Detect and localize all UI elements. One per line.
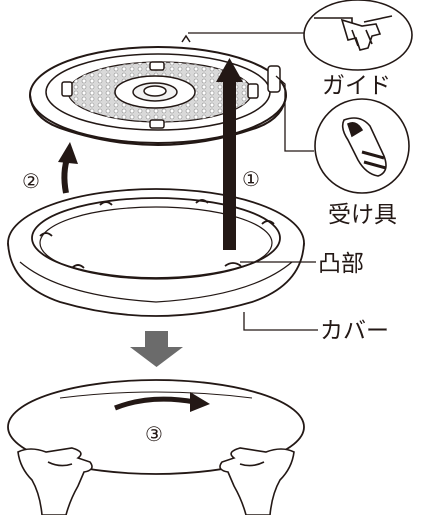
next-step-down-arrow — [130, 331, 183, 367]
cover-held-by-hands — [7, 379, 305, 475]
step-2-number: ② — [22, 169, 40, 193]
guide-slot — [267, 65, 281, 93]
step-1-number: ① — [242, 167, 260, 191]
cover-ring — [7, 188, 305, 317]
cover-label: カバー — [320, 318, 389, 344]
protrusion-label: 凸部 — [318, 251, 364, 277]
left-hand — [17, 447, 93, 515]
step-3-rotate-arrow — [114, 392, 210, 412]
guide-detail-callout — [188, 0, 413, 71]
cover-leader — [243, 312, 318, 331]
right-hand — [219, 447, 295, 515]
step-1-up-arrow — [216, 58, 243, 250]
receiver-label: 受け具 — [328, 202, 397, 228]
receiver-detail-callout — [275, 75, 410, 194]
light-fixture-body — [29, 34, 287, 146]
step-3-number: ③ — [145, 422, 163, 446]
step-2-rotate-arrow — [58, 142, 78, 194]
guide-label: ガイド — [322, 73, 391, 99]
